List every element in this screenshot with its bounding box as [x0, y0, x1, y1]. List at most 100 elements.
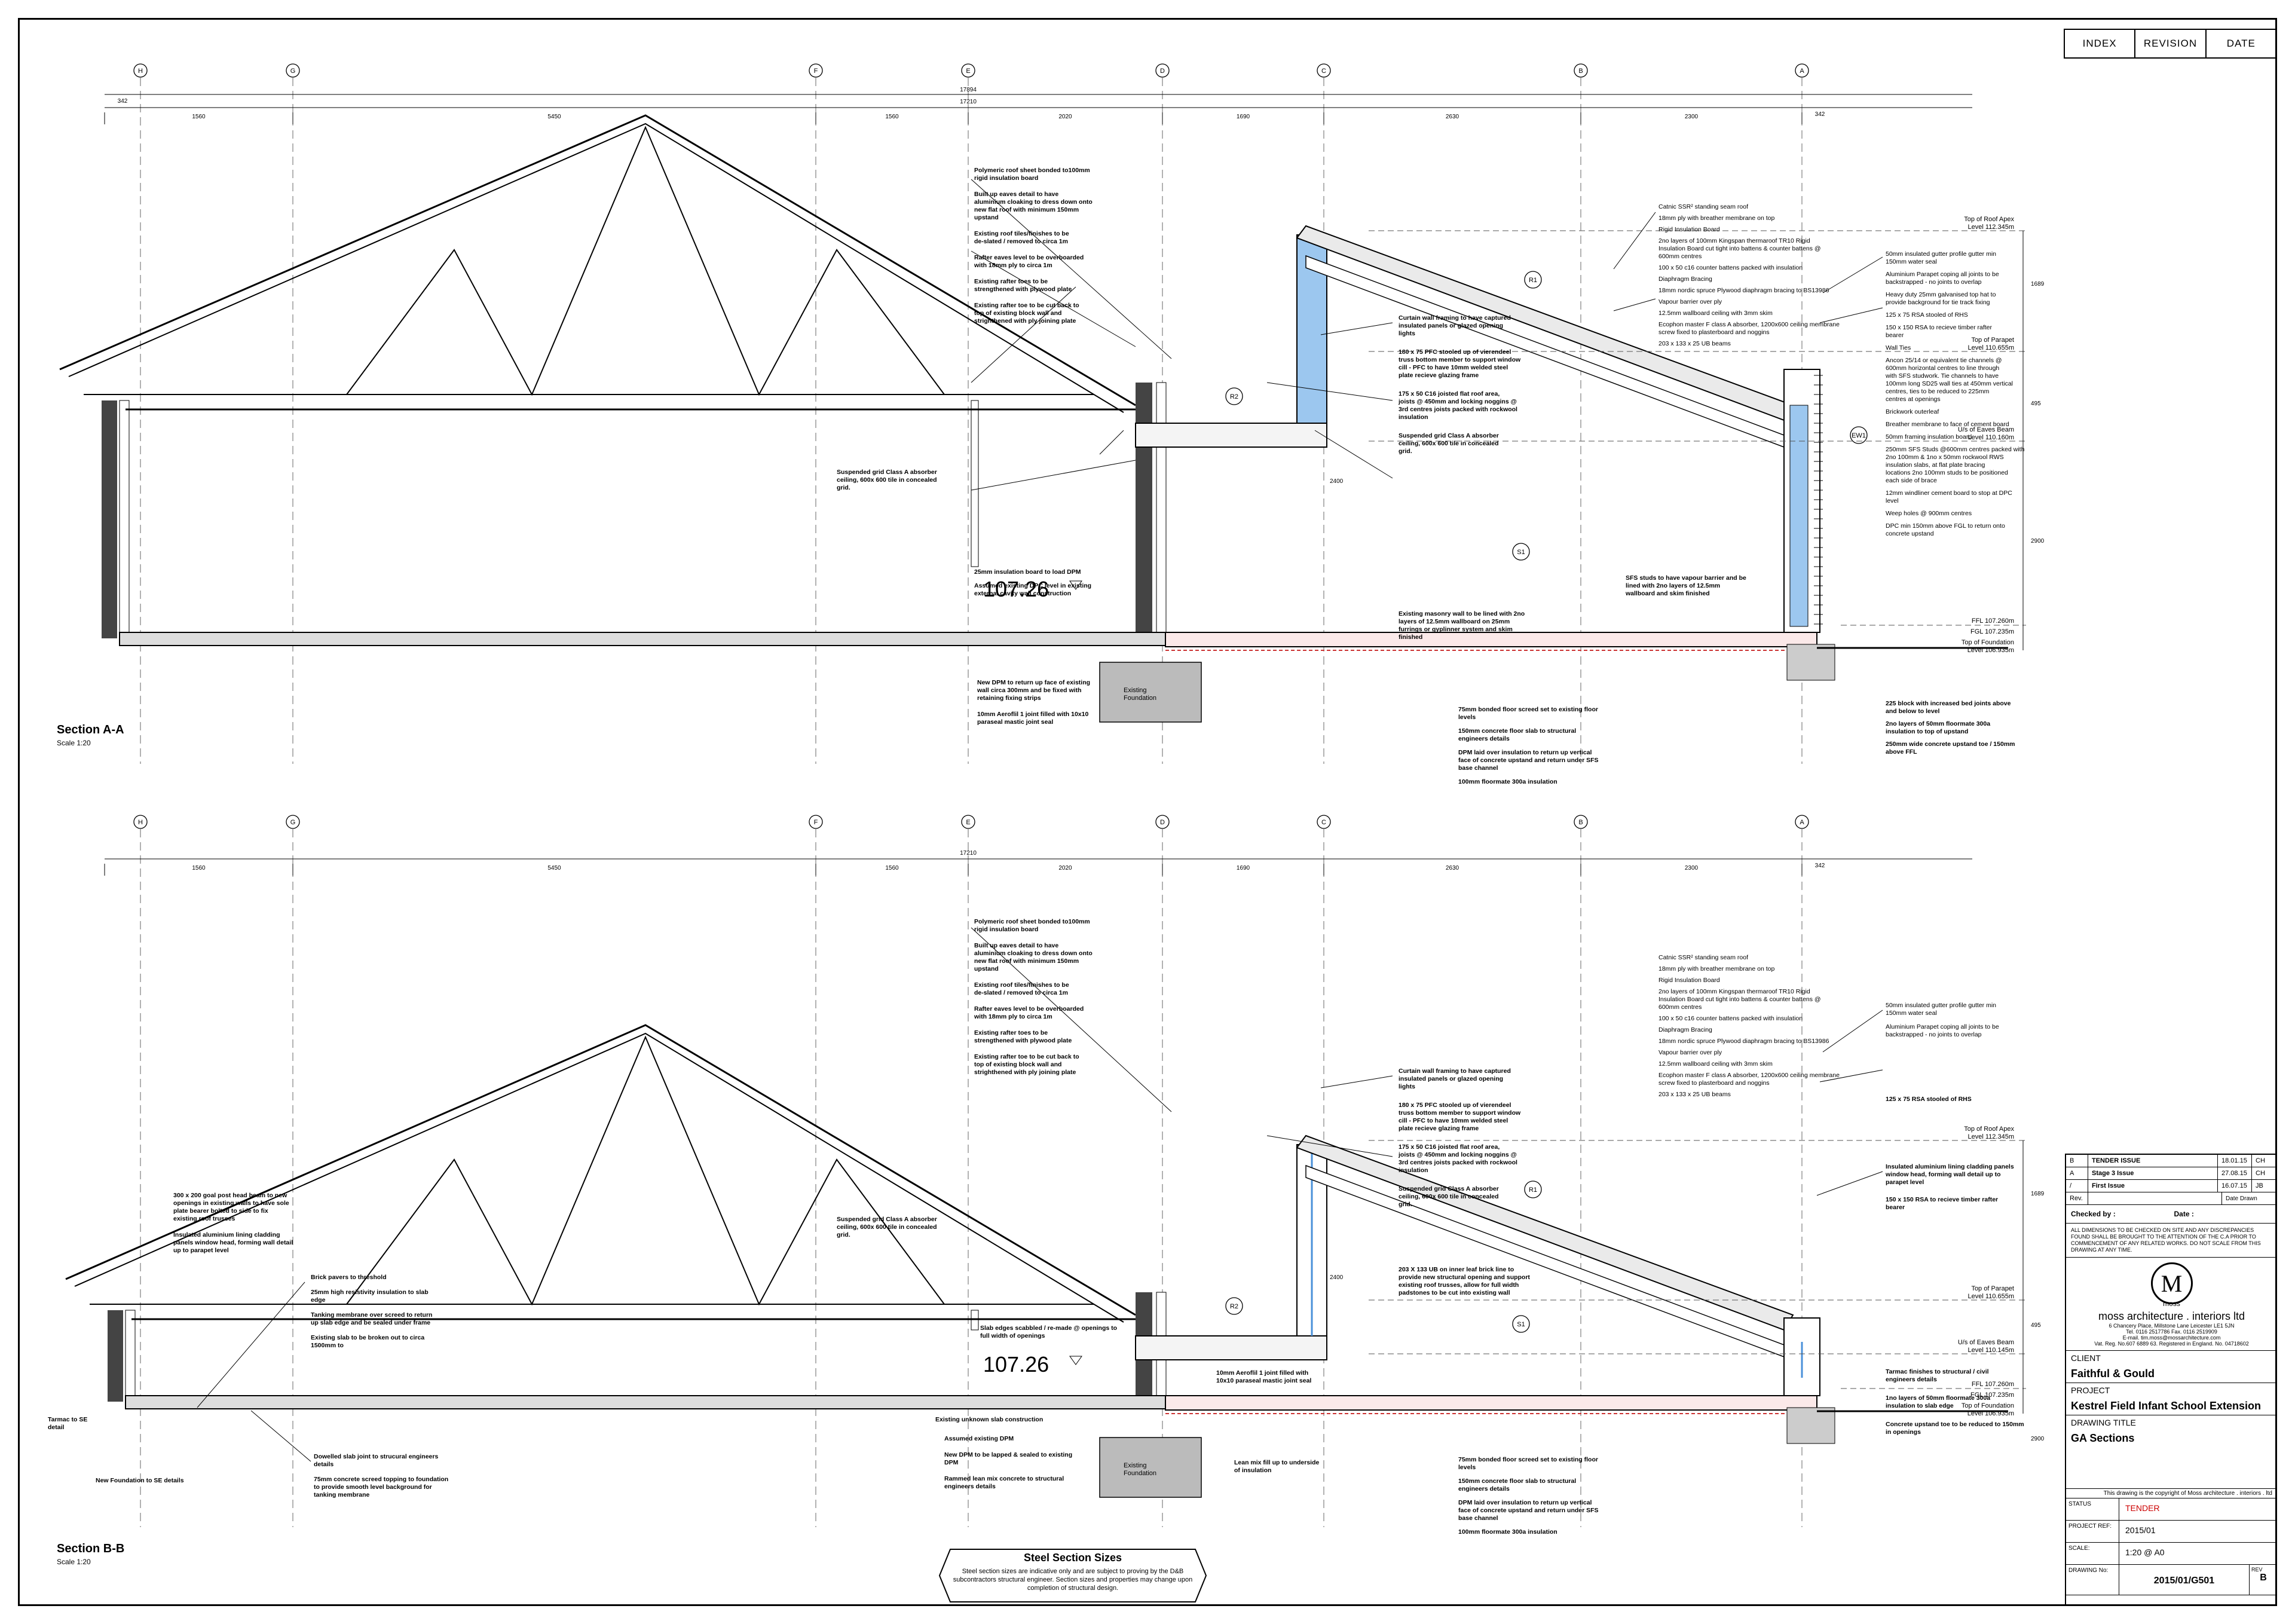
revision-by: JB	[2256, 1182, 2263, 1189]
leader-line	[1822, 1010, 1883, 1053]
note-a-right: 50mm framing insulation board	[1886, 433, 1972, 441]
vertical-dim-2: 495	[2031, 1322, 2041, 1329]
tag-ew1-label: EW1	[1852, 432, 1866, 439]
grid-bubble-label: H	[138, 819, 143, 826]
drawing-title-label: DRAWING TITLE	[2071, 1418, 2136, 1427]
grid-bubble	[809, 63, 823, 78]
tag-s1-label: S1	[1517, 1321, 1525, 1328]
grid-bubble	[286, 63, 300, 78]
dim-text-right: 342	[1815, 111, 1825, 118]
note-b-center: Slab edges scabbled / re-made @ openings…	[980, 1325, 1117, 1339]
note-b-mid: 75mm bonded floor screed set to existing…	[1458, 1456, 1598, 1471]
tag-s1	[1512, 543, 1530, 561]
steel-section-note: Steel Section Sizes Steel section sizes …	[938, 1548, 1207, 1603]
dim-text-bay: 2630	[1446, 114, 1459, 120]
revision-date: 18.01.15	[2218, 1155, 2252, 1167]
project-ref-row: PROJECT REF: 2015/01	[2066, 1521, 2277, 1543]
revision-desc: First Issue	[2088, 1180, 2218, 1192]
grid-bubble	[961, 63, 975, 78]
note-a-roof: Vapour barrier over ply	[1658, 298, 1722, 305]
existing-floor-slab	[125, 1395, 1220, 1409]
note-a-roof: Ecophon master F class A absorber, 1200x…	[1658, 321, 1840, 336]
roof-pitch-inner	[68, 123, 1124, 413]
leader-line	[971, 286, 1076, 383]
existing-foundation	[1099, 1437, 1202, 1498]
section-a-scale: Scale 1:20	[57, 739, 91, 747]
grid-bubble-label: B	[1578, 68, 1583, 75]
dim-text-bay: 2020	[1058, 114, 1072, 120]
steel-note-body: Steel section sizes are indicative only …	[953, 1568, 1193, 1592]
checked-by-label: Checked by :	[2071, 1210, 2116, 1218]
revision-header: INDEX REVISION DATE	[2064, 29, 2277, 59]
dim-text-overall: 17894	[960, 87, 977, 93]
tag-r1-label: R1	[1529, 277, 1537, 284]
dim-text-bay: 5450	[547, 114, 561, 120]
note-b-roof: 18mm nordic spruce Plywood diaphragm bra…	[1658, 1038, 1829, 1045]
level-ffl: FFL 107.260m	[1972, 1381, 2014, 1388]
note-a-roof: 2no layers of 100mm Kingspan thermaroof …	[1658, 237, 1821, 260]
level-value: Level 110.655m	[1968, 344, 2014, 351]
existing-floor-slab	[119, 632, 1214, 646]
note-a-mid: 175 x 50 C16 joisted flat roof area,jois…	[1398, 390, 1517, 421]
tag-r2-label: R2	[1230, 1303, 1238, 1310]
note-a-roof: 18mm ply with breather membrane on top	[1658, 215, 1775, 222]
leader-line	[971, 460, 1136, 491]
note-b-roof: 100 x 50 c16 counter battens packed with…	[1658, 1015, 1803, 1022]
grid-bubble-label: G	[290, 819, 296, 826]
note-a-right: 225 block with increased bed joints abov…	[1886, 700, 2011, 715]
roof-pitch	[65, 1024, 1136, 1316]
level-label: Top of Roof Apex	[1964, 1126, 2014, 1133]
note-b-left: 25mm high resistivity insulation to slab…	[311, 1289, 429, 1304]
note-a-right: Breather membrane to face of cement boar…	[1886, 421, 2009, 428]
steel-note-title: Steel Section Sizes	[1023, 1552, 1122, 1564]
revision-rev: /	[2066, 1180, 2088, 1192]
note-a-right: 50mm insulated gutter profile gutter min…	[1886, 250, 1996, 265]
grid-bubble	[133, 815, 148, 829]
grid-bubble	[133, 63, 148, 78]
steel-note-frame	[938, 1549, 1207, 1602]
note-b-center: Assumed existing DPM	[944, 1435, 1014, 1442]
grid-bubble-label: G	[290, 68, 296, 75]
grid-bubble	[961, 815, 975, 829]
revision-date: 16.07.15	[2218, 1180, 2252, 1192]
note-a-right: Wall Ties	[1886, 344, 1911, 351]
note-a-center: 25mm insulation board to load DPM	[974, 568, 1081, 576]
revision-table-header: Rev. Date Drawn	[2066, 1192, 2277, 1205]
note-a-roof: Catnic SSR² standing seam roof	[1658, 203, 1748, 210]
dim-text-bay: 1560	[192, 865, 206, 871]
status-row: STATUS TENDER	[2066, 1498, 2277, 1521]
practice-email: E-mail. tim.moss@mossarchitecture.com	[2122, 1335, 2221, 1341]
leader-line	[250, 1410, 311, 1462]
level-label: U/s of Eaves Beam	[1958, 1339, 2014, 1346]
sheet-border	[18, 18, 2277, 1606]
revision-by: CH	[2256, 1170, 2265, 1177]
concrete-upstand	[1786, 644, 1835, 681]
level-label: Top of Parapet	[1971, 337, 2014, 344]
dim-text-bay: 2300	[1685, 114, 1699, 120]
grid-bubble-label: D	[1160, 819, 1165, 826]
note-a-right: Ancon 25/14 or equivalent tie channels @…	[1885, 357, 2013, 403]
tag-r1	[1524, 1180, 1542, 1198]
client-value: Faithful & Gould	[2066, 1365, 2277, 1383]
grid-bubble	[1795, 63, 1809, 78]
project-label: PROJECT	[2071, 1386, 2110, 1395]
grid-bubble-label: E	[966, 819, 970, 826]
grid-bubble	[1574, 63, 1588, 78]
vertical-dim-3: 2900	[2031, 1436, 2045, 1442]
flat-roof	[1135, 1335, 1327, 1360]
vertical-dim-3: 2900	[2031, 538, 2045, 545]
note-b-center: New DPM to be lapped & sealed to existin…	[944, 1451, 1072, 1466]
note-a-roof: 18mm nordic spruce Plywood diaphragm bra…	[1658, 287, 1829, 294]
